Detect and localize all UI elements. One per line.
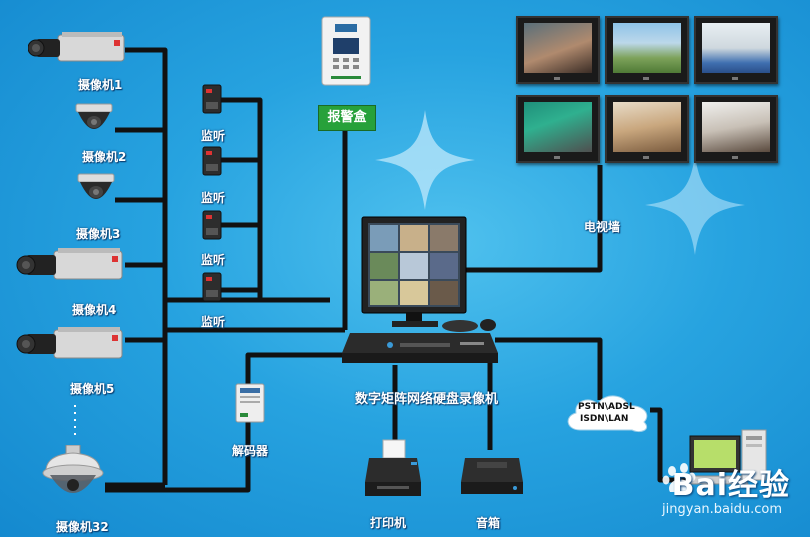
monitor-2-label: 监听 <box>201 191 226 205</box>
tv-screen <box>605 16 689 84</box>
tv-screen <box>605 95 689 163</box>
audio-monitor-icon <box>202 84 222 114</box>
tv-screen <box>516 16 600 84</box>
camera-3-label: 摄像机3 <box>76 227 121 241</box>
dome-camera-icon <box>77 173 115 199</box>
star-decoration-icon <box>375 110 475 210</box>
camera-1-label: 摄像机1 <box>78 78 123 92</box>
camera-2-label: 摄像机2 <box>82 150 127 164</box>
decoder-icon <box>235 383 265 423</box>
tv-wall-label: 电视墙 <box>584 220 621 234</box>
monitor-3-label: 监听 <box>201 253 226 267</box>
tv-screen <box>516 95 600 163</box>
box-camera-icon <box>28 32 125 62</box>
watermark: Bai经验 <box>672 460 790 504</box>
monitor-4-label: 监听 <box>201 315 226 329</box>
watermark-url: jingyan.baidu.com <box>662 502 782 517</box>
dvr-recorder-icon <box>342 333 498 363</box>
box-camera-icon <box>16 327 123 359</box>
camera-4-label: 摄像机4 <box>72 303 117 317</box>
remote-computer-icon <box>686 429 767 485</box>
network-line1: PSTN\ADSL <box>578 402 635 412</box>
watermark-brand: Bai经验 <box>671 468 790 503</box>
network-line2: ISDN\LAN <box>580 414 629 424</box>
keyboard-mouse-icon <box>442 319 496 332</box>
printer-label: 打印机 <box>370 516 407 530</box>
paw-logo-icon <box>662 463 696 492</box>
speaker-label: 音箱 <box>476 516 501 530</box>
printer-icon <box>365 439 421 496</box>
tv-screen <box>694 95 778 163</box>
cloud-icon <box>567 395 648 433</box>
dvr-label: 数字矩阵网络硬盘录像机 <box>355 392 499 407</box>
monitor-1-label: 监听 <box>201 129 226 143</box>
decoder-label: 解码器 <box>232 444 269 458</box>
pc-monitor-icon <box>361 216 467 327</box>
alarm-box-label: 报警盒 <box>318 105 376 131</box>
speaker-icon <box>461 458 523 494</box>
box-camera-icon <box>16 248 123 280</box>
dome-camera-icon <box>75 103 113 129</box>
tv-screen <box>694 16 778 84</box>
camera-5-label: 摄像机5 <box>70 382 115 396</box>
audio-monitor-icon <box>202 146 222 176</box>
audio-monitor-icon <box>202 272 222 302</box>
speed-dome-camera-icon <box>42 445 104 493</box>
audio-monitor-icon <box>202 210 222 240</box>
star-decoration-icon <box>645 155 745 255</box>
alarm-box-icon <box>321 16 371 86</box>
camera-32-label: 摄像机32 <box>56 520 109 534</box>
